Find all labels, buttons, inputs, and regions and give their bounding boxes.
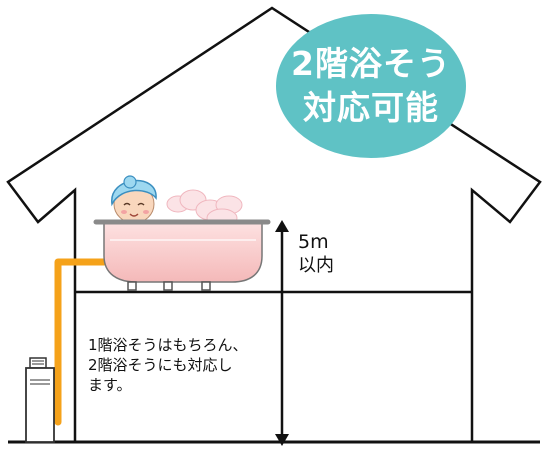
description-line-1: 1階浴そうはもちろん、 <box>88 336 248 354</box>
height-label: 5m 以内 <box>298 230 334 278</box>
description-text: 1階浴そうはもちろん、 2階浴そうにも対応し ます。 <box>88 335 288 395</box>
pipe <box>54 258 108 426</box>
height-qualifier: 以内 <box>298 255 334 276</box>
description-line-3: ます。 <box>88 376 132 394</box>
house-outline <box>6 6 542 442</box>
badge-line-1: 2階浴そう <box>291 44 451 83</box>
water-heater-unit <box>25 357 55 443</box>
floor-2-badge: 2階浴そう 対応可能 <box>276 14 466 158</box>
height-value: 5m <box>298 231 329 253</box>
bathtub <box>93 219 271 291</box>
badge-line-2: 対応可能 <box>303 88 439 127</box>
height-arrow <box>275 220 289 446</box>
description-line-2: 2階浴そうにも対応し <box>88 356 233 374</box>
